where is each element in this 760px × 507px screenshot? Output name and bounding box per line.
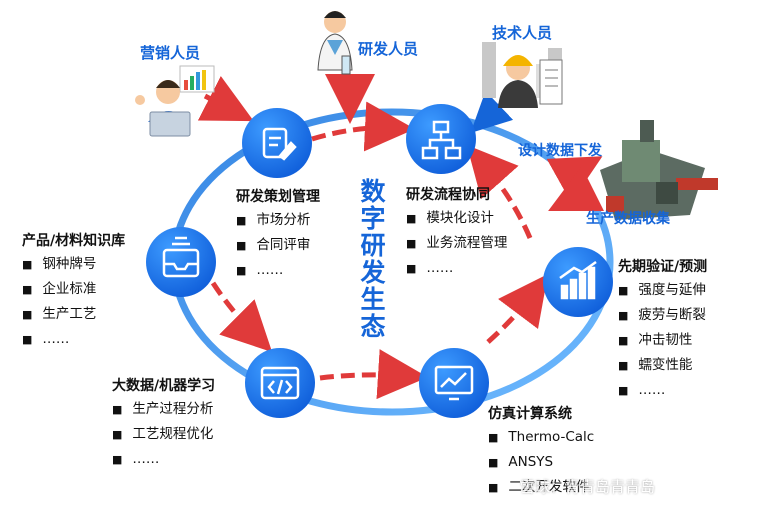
simulation-item: ANSYS	[488, 450, 594, 475]
node-simulation	[419, 348, 489, 418]
center-label: 数字研发生态	[360, 177, 386, 341]
simulation-item: Thermo-Calc	[488, 425, 594, 450]
rnd-person-illustration	[317, 11, 353, 75]
knowledge-item: 生产工艺	[22, 302, 125, 327]
arrow-marketing-to-planning	[197, 76, 254, 122]
flow-label-production-collect: 生产数据收集	[586, 211, 670, 227]
inbox-database-icon	[162, 236, 200, 278]
verification-item: 疲劳与断裂	[618, 303, 707, 328]
verification-title: 先期验证/预测	[618, 259, 708, 275]
verification-item: 强度与延伸	[618, 278, 707, 303]
arrow-simulation-to-verification	[486, 274, 549, 344]
node-knowledge	[146, 227, 216, 297]
bigdata-block: 大数据/机器学习 生产过程分析 工艺规程优化 ……	[112, 375, 215, 472]
monitor-chart-icon	[434, 365, 474, 401]
hierarchy-icon	[421, 120, 462, 160]
process-title: 研发流程协同	[406, 187, 490, 203]
process-item: 业务流程管理	[406, 231, 507, 256]
knowledge-title: 产品/材料知识库	[22, 233, 126, 249]
verification-item: ……	[618, 378, 707, 403]
verification-item: 冲击韧性	[618, 328, 707, 353]
verification-block: 先期验证/预测 强度与延伸 疲劳与断裂 冲击韧性 蠕变性能 ……	[618, 256, 707, 403]
process-item: ……	[406, 256, 507, 281]
flow-arrows	[197, 74, 605, 400]
process-item: 模块化设计	[406, 206, 507, 231]
arrow-verification-to-process	[466, 145, 533, 239]
bigdata-title: 大数据/机器学习	[112, 378, 216, 394]
bigdata-item: 生产过程分析	[112, 397, 215, 422]
role-marketing: 营销人员	[140, 44, 201, 62]
factory-illustration	[600, 120, 718, 220]
document-edit-icon	[262, 127, 297, 161]
planning-title: 研发策划管理	[236, 189, 320, 205]
marketing-person-illustration	[135, 65, 215, 137]
arrow-knowledge-to-bigdata	[210, 281, 273, 353]
arrow-bigdata-to-simulation	[319, 349, 428, 400]
node-planning	[242, 108, 312, 178]
watermark: 雪球：青青岛青青岛	[520, 478, 656, 496]
knowledge-block: 产品/材料知识库 钢种牌号 企业标准 生产工艺 ……	[22, 230, 125, 352]
bigdata-item: ……	[112, 447, 215, 472]
planning-block: 研发策划管理 市场分析 合同评审 ……	[236, 186, 320, 283]
technical-person-illustration	[482, 42, 563, 108]
bigdata-item: 工艺规程优化	[112, 422, 215, 447]
knowledge-item: 企业标准	[22, 277, 125, 302]
planning-item: 市场分析	[236, 208, 320, 233]
code-window-icon	[260, 366, 300, 400]
node-process	[406, 104, 476, 174]
simulation-block: 仿真计算系统 Thermo-Calc ANSYS 二次开发软件	[488, 403, 594, 500]
verification-item: 蠕变性能	[618, 353, 707, 378]
bar-chart-icon	[559, 260, 597, 300]
flow-label-design-down: 设计数据下发	[518, 143, 602, 159]
arrow-factory-to-verification	[548, 166, 605, 211]
simulation-title: 仿真计算系统	[488, 406, 572, 422]
arrow-planning-to-process	[311, 101, 415, 152]
knowledge-item: ……	[22, 327, 125, 352]
node-verification	[543, 247, 613, 317]
process-block: 研发流程协同 模块化设计 业务流程管理 ……	[406, 184, 507, 281]
node-bigdata	[245, 348, 315, 418]
knowledge-item: 钢种牌号	[22, 252, 125, 277]
role-rnd: 研发人员	[358, 40, 419, 58]
planning-item: ……	[236, 258, 320, 283]
role-technical: 技术人员	[492, 24, 553, 42]
planning-item: 合同评审	[236, 233, 320, 258]
simulation-item: 二次开发软件	[488, 475, 594, 500]
